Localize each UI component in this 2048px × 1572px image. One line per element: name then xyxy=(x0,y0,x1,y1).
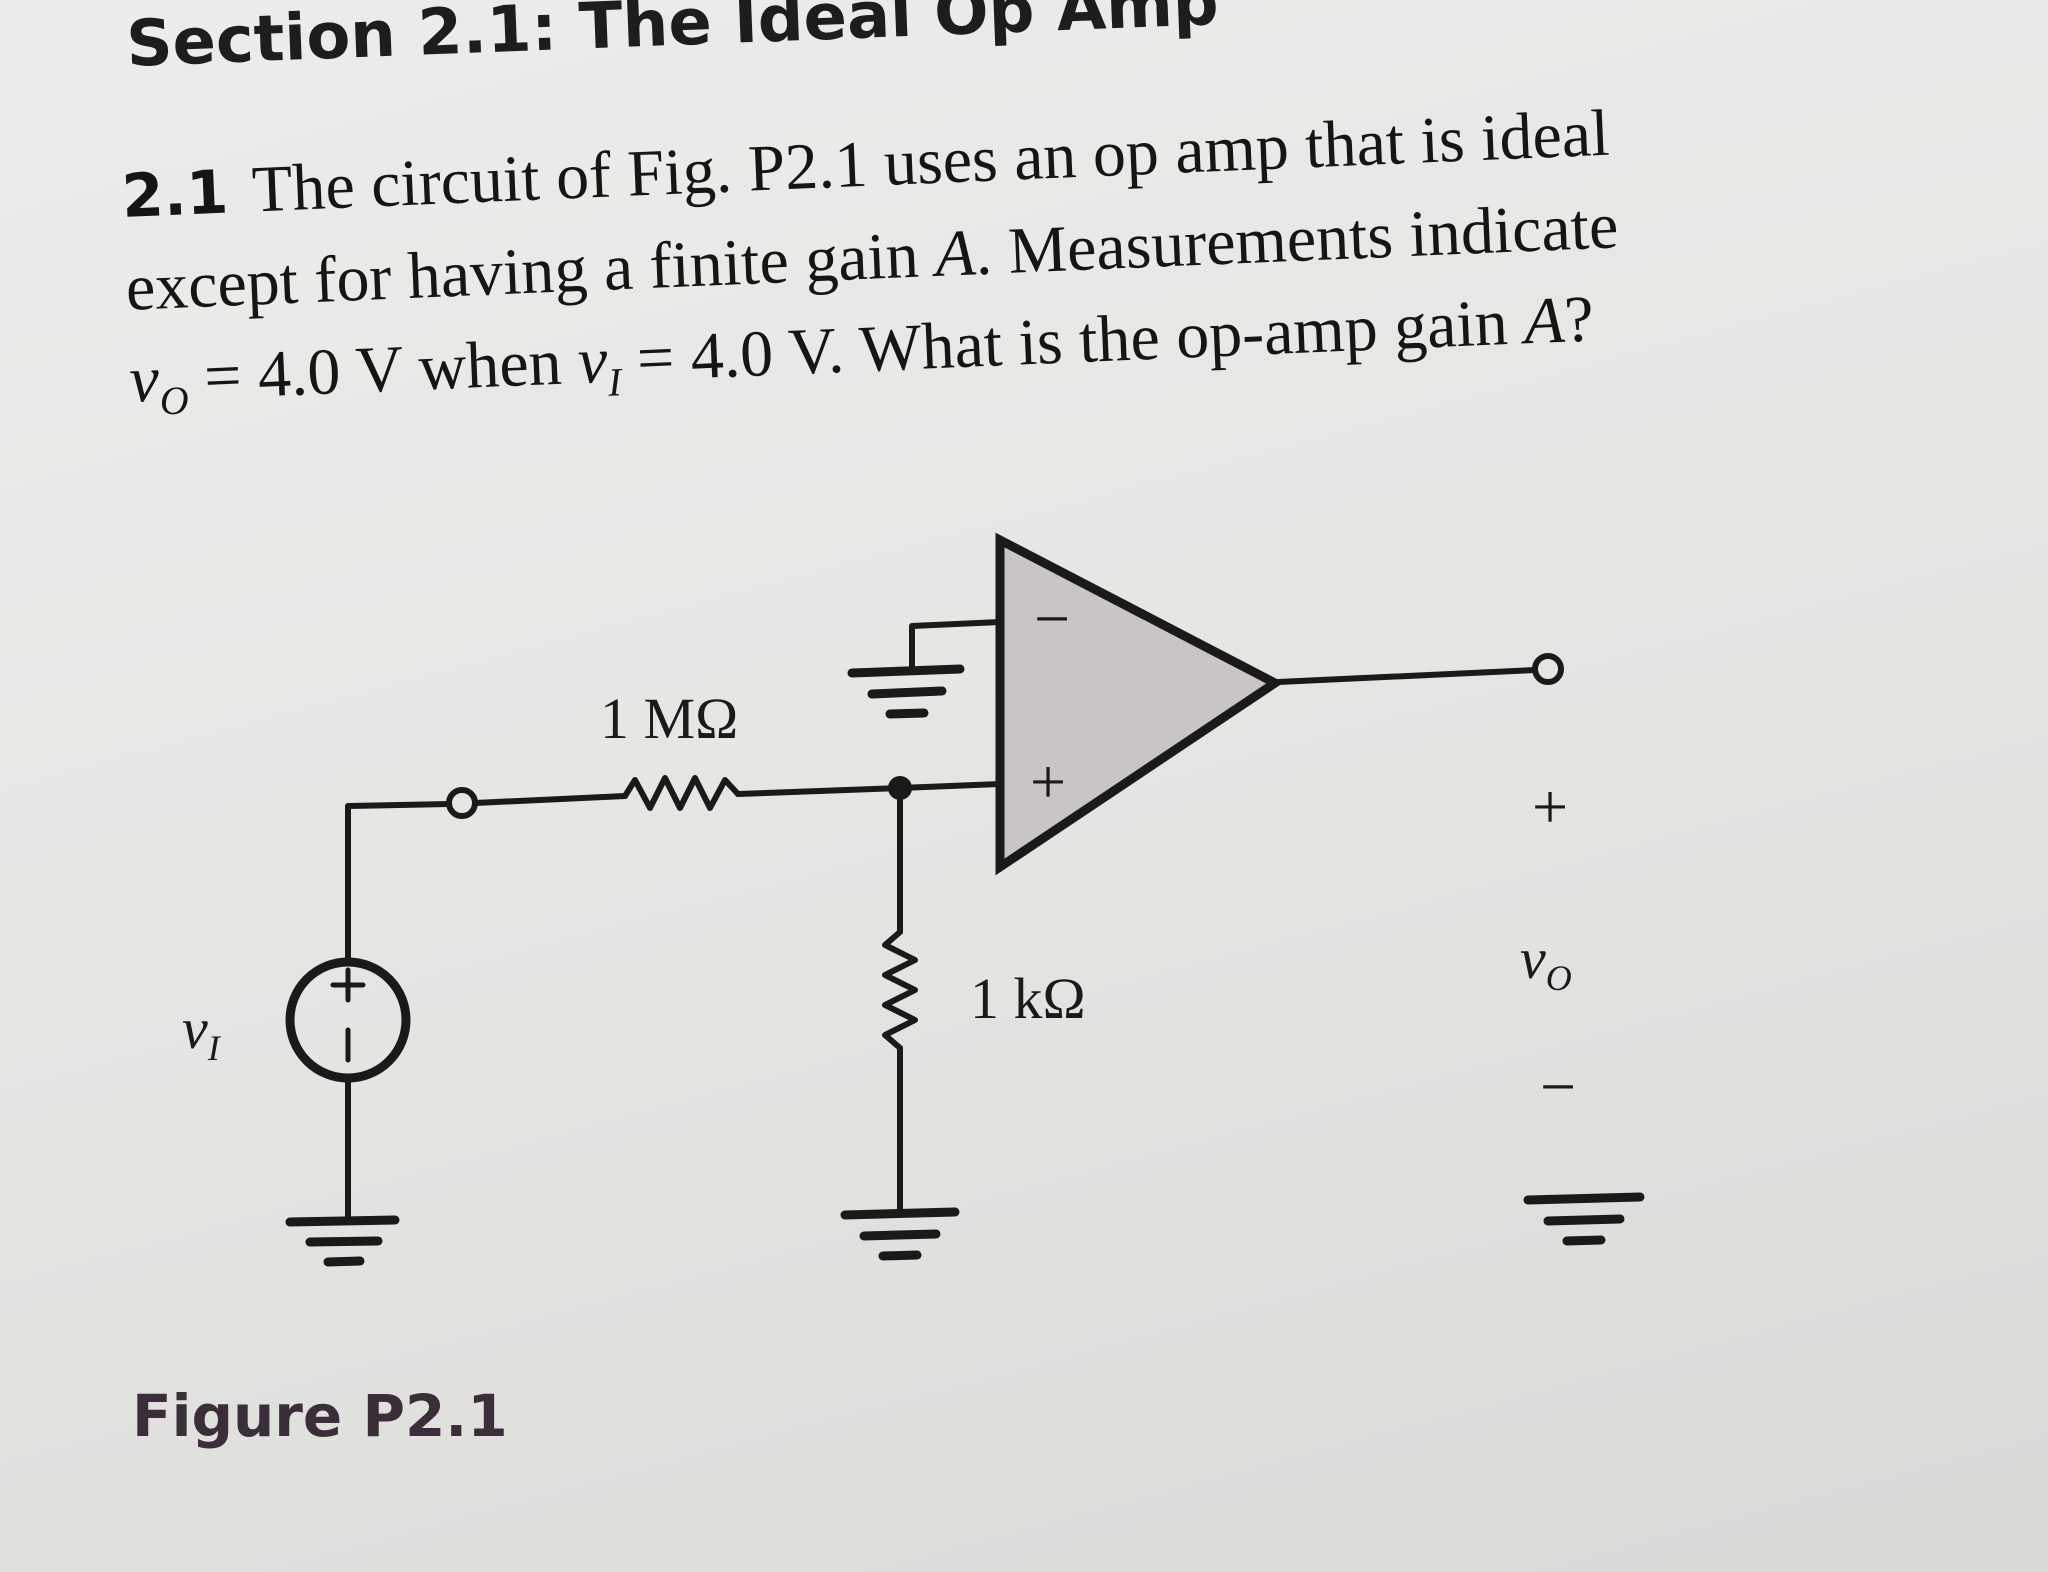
ground-shunt-bar-3 xyxy=(878,1250,922,1261)
resistor-1m xyxy=(622,775,741,811)
source-label-sub: I xyxy=(207,1028,220,1068)
ground-shunt-bar-1 xyxy=(840,1207,960,1220)
ground-source-bar-2 xyxy=(305,1236,383,1247)
output-wire xyxy=(1275,667,1538,685)
ground-inverting-bar-1 xyxy=(847,664,965,678)
ground-output-bar-2 xyxy=(1543,1214,1625,1226)
figure-caption: Figure P2.1 xyxy=(132,1382,508,1450)
wire-inverting-to-ground xyxy=(909,619,1003,673)
resistor-1k-label: 1 kΩ xyxy=(970,966,1086,1031)
resistor-1k xyxy=(882,929,918,1051)
ground-output-bar-1 xyxy=(1523,1192,1645,1205)
ground-output-bar-3 xyxy=(1562,1235,1606,1246)
wire-node-to-noninverting xyxy=(897,781,1003,791)
output-terminal xyxy=(1532,653,1564,685)
output-voltage-label: vO xyxy=(1520,925,1572,999)
junction-dot xyxy=(888,776,912,800)
wire-to-resistor-1m xyxy=(472,793,628,806)
output-minus-sign: − xyxy=(1540,1051,1577,1122)
ground-source-bar-3 xyxy=(323,1256,365,1267)
opamp-noninverting-sign: + xyxy=(1030,746,1067,817)
input-terminal xyxy=(446,787,478,819)
output-label-v: v xyxy=(1520,926,1546,991)
output-label-sub: O xyxy=(1545,958,1572,998)
wire-resistor-to-node xyxy=(735,785,903,797)
ground-inverting-bar-3 xyxy=(885,708,929,719)
op-amp xyxy=(995,532,1284,876)
source-label: vI xyxy=(182,995,220,1069)
resistor-1m-label: 1 MΩ xyxy=(600,686,739,751)
ground-inverting-bar-2 xyxy=(867,686,947,699)
input-wire-to-source xyxy=(345,801,452,965)
ground-shunt-bar-2 xyxy=(859,1229,941,1241)
output-plus-sign: + xyxy=(1532,771,1569,842)
opamp-inverting-sign: − xyxy=(1034,583,1071,654)
ground-source-bar-1 xyxy=(285,1215,400,1227)
source-label-v: v xyxy=(182,996,208,1061)
